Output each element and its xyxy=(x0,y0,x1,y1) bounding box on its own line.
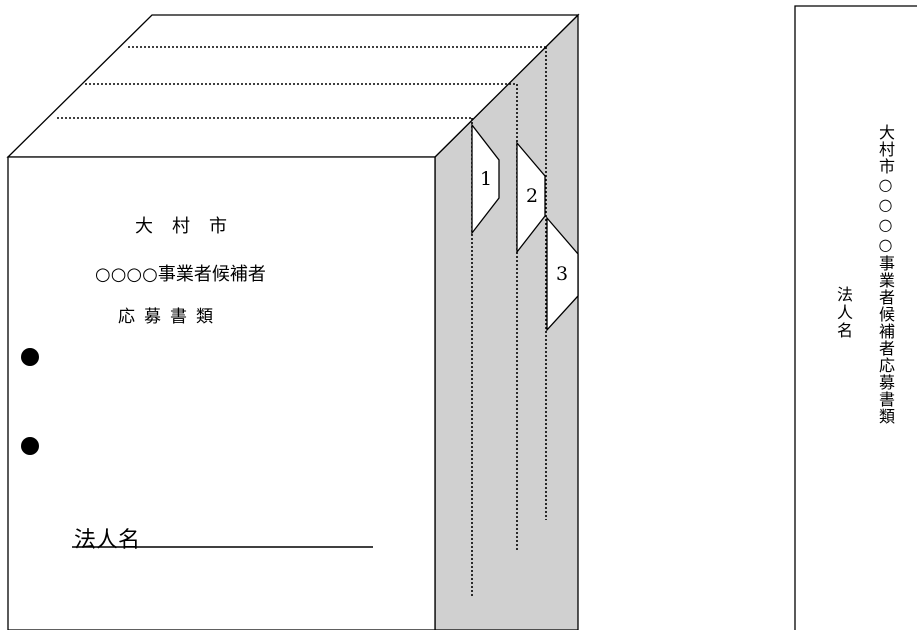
index-tab-1-label: 1 xyxy=(480,168,493,190)
binder-front-face xyxy=(7,156,436,630)
binder-hole-upper xyxy=(21,348,39,366)
spine-label-outline xyxy=(794,5,917,630)
spine-company-name-label: 法人名 xyxy=(834,286,853,340)
index-tab-2 xyxy=(516,141,546,254)
front-title-documents: 応募書類 xyxy=(118,307,222,327)
index-tab-3-label: 3 xyxy=(556,263,569,285)
index-tab-3 xyxy=(546,216,579,332)
binder-hole-lower xyxy=(21,437,39,455)
front-title-project: ○○○○事業者候補者 xyxy=(95,264,266,285)
index-tab-2-label: 2 xyxy=(526,185,539,207)
spine-title: 大村市○○○○事業者候補者応募書類 xyxy=(876,124,895,425)
front-company-name-label: 法人名 xyxy=(74,528,141,553)
index-tab-1 xyxy=(471,123,500,235)
front-title-city: 大村市 xyxy=(135,216,246,237)
